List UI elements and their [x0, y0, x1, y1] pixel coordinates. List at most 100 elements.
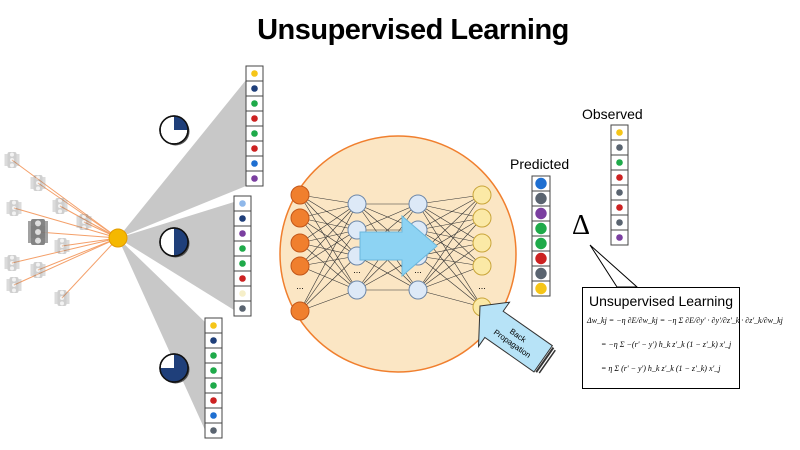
sensor-link	[13, 207, 119, 239]
hub-node	[108, 228, 128, 248]
traffic-light-cluster	[4, 152, 119, 306]
value-dot	[616, 174, 623, 181]
predicted-column	[531, 175, 551, 297]
traffic-light-icon	[6, 200, 22, 216]
top-column	[245, 65, 264, 187]
sensor-link	[37, 182, 119, 239]
value-dot	[239, 230, 246, 237]
input-node	[290, 208, 310, 228]
value-dot	[616, 234, 623, 241]
sensor-link	[37, 231, 119, 239]
value-dot	[616, 189, 623, 196]
value-dot	[616, 159, 623, 166]
output-node	[472, 185, 492, 205]
predicted-label: Predicted	[510, 156, 570, 172]
traffic-light-icon	[30, 175, 46, 191]
hidden-node-1	[347, 280, 367, 300]
sensor-link	[59, 205, 119, 239]
value-dot	[239, 215, 246, 222]
output-node	[472, 233, 492, 253]
traffic-light-icon	[28, 219, 48, 245]
formula-line-1: Δw_kj = −η ∂E/∂w_kj = −η Σ ∂E/∂y' · ∂y'/…	[587, 316, 783, 325]
value-dot	[616, 144, 623, 151]
input-node	[290, 301, 310, 321]
fan-wedge-bottom	[118, 238, 205, 430]
value-dot	[210, 382, 217, 389]
value-dot	[239, 260, 246, 267]
traffic-light-icon	[54, 238, 70, 254]
clock-pie-top	[159, 115, 190, 146]
value-dot	[239, 200, 246, 207]
ellipsis-label: ...	[353, 265, 361, 275]
sensor-link	[37, 237, 119, 271]
ellipsis-label: ...	[296, 281, 304, 291]
clock-pie-bottom	[159, 353, 190, 384]
back-propagation-arrow: Back Propagation	[477, 301, 556, 374]
observed-label: Observed	[582, 106, 643, 122]
value-dot	[210, 427, 217, 434]
formula-title: Unsupervised Learning	[589, 293, 733, 309]
value-dot	[239, 275, 246, 282]
traffic-light-icon	[4, 152, 20, 168]
value-dot	[239, 245, 246, 252]
value-dot	[251, 175, 258, 182]
formula-line-2: = −η Σ −(r' − y') h_k z'_k (1 − z'_k) x'…	[601, 340, 732, 349]
value-dot	[210, 322, 217, 329]
clock-pie-middle	[159, 227, 190, 258]
value-dot	[535, 207, 547, 220]
fan-wedge-top	[118, 80, 246, 238]
traffic-light-icon	[30, 262, 46, 278]
value-dot	[251, 130, 258, 137]
value-dot	[535, 237, 547, 250]
output-node	[472, 256, 492, 276]
page-title: Unsupervised Learning	[257, 14, 569, 46]
hidden-node-1	[347, 194, 367, 214]
delta-symbol: Δ	[572, 210, 590, 241]
traffic-light-icon	[52, 198, 68, 214]
value-dot	[251, 160, 258, 167]
input-node	[290, 233, 310, 253]
output-node	[472, 208, 492, 228]
bottom-column	[204, 317, 223, 439]
sensor-link	[13, 237, 119, 286]
input-node	[290, 256, 310, 276]
value-dot	[535, 177, 547, 190]
value-dot	[535, 252, 547, 265]
traffic-light-icon	[54, 290, 70, 306]
traffic-light-icon	[76, 214, 92, 230]
value-dot	[239, 305, 246, 312]
hidden-node-2	[408, 280, 428, 300]
value-dot	[251, 70, 258, 77]
value-dot	[535, 192, 547, 205]
forward-arrow	[359, 214, 438, 278]
value-dot	[239, 290, 246, 297]
value-dot	[251, 100, 258, 107]
value-dot	[251, 115, 258, 122]
value-dot	[210, 397, 217, 404]
middle-column	[233, 195, 252, 317]
value-dot	[251, 145, 258, 152]
value-dot	[616, 204, 623, 211]
value-dot	[210, 412, 217, 419]
value-dot	[210, 367, 217, 374]
input-node	[290, 185, 310, 205]
value-dot	[210, 337, 217, 344]
value-dot	[251, 85, 258, 92]
sensor-link	[11, 237, 119, 264]
formula-line-3: = η Σ (r' − y') h_k z'_k (1 − z'_k) x'_j	[601, 364, 721, 373]
value-dot	[535, 282, 547, 295]
ellipsis-label: ...	[478, 281, 486, 291]
traffic-light-icon	[4, 255, 20, 271]
hidden-node-2	[408, 194, 428, 214]
value-dot	[535, 267, 547, 280]
sensor-link	[11, 159, 119, 239]
observed-column	[610, 124, 629, 246]
callout-pointer	[589, 244, 639, 288]
value-dot	[210, 352, 217, 359]
traffic-light-icon	[6, 277, 22, 293]
value-dot	[535, 222, 547, 235]
ellipsis-label: ...	[414, 265, 422, 275]
value-dot	[616, 219, 623, 226]
formula-callout: Unsupervised Learning Δw_kj = −η ∂E/∂w_k…	[582, 287, 783, 389]
